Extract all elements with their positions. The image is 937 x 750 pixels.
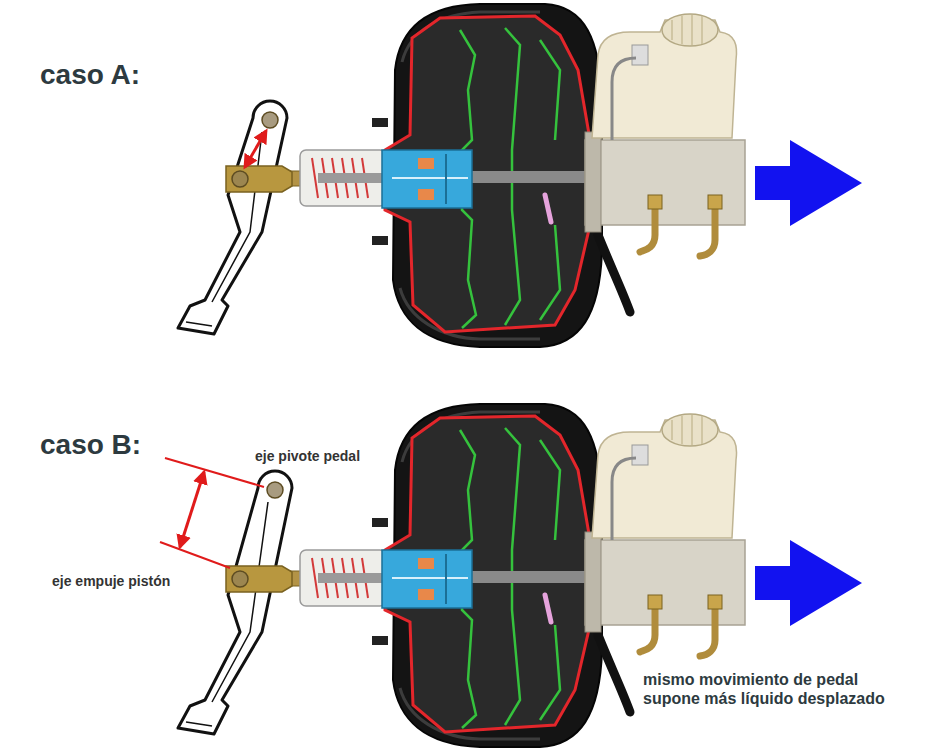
label-wrap: caso A: <box>40 58 140 92</box>
label-wrap: caso B: <box>40 428 141 462</box>
lever-arrow <box>245 131 266 167</box>
push-pin <box>232 571 248 587</box>
pedal-pivot <box>267 482 283 498</box>
dimension-arrow <box>180 472 204 547</box>
case-title: caso A: <box>40 58 140 92</box>
brake-pedal <box>178 101 287 334</box>
pedal-pivot <box>262 112 278 128</box>
push-pin <box>232 171 248 187</box>
label-wrap: eje empuje pistón <box>52 573 170 590</box>
brake-pedal <box>178 471 292 734</box>
axis-label: eje pivote pedal <box>255 448 360 465</box>
label-wrap: mismo movimiento de pedal supone más líq… <box>643 670 898 708</box>
clevis <box>226 166 292 192</box>
axis-label: eje empuje pistón <box>52 573 170 590</box>
extension-line <box>160 542 230 568</box>
extension-line <box>165 458 264 487</box>
label-wrap: eje pivote pedal <box>255 448 360 465</box>
note-text: mismo movimiento de pedal supone más líq… <box>643 670 898 708</box>
case-title: caso B: <box>40 428 141 462</box>
booster-assembly <box>285 4 862 347</box>
clevis <box>226 566 292 592</box>
